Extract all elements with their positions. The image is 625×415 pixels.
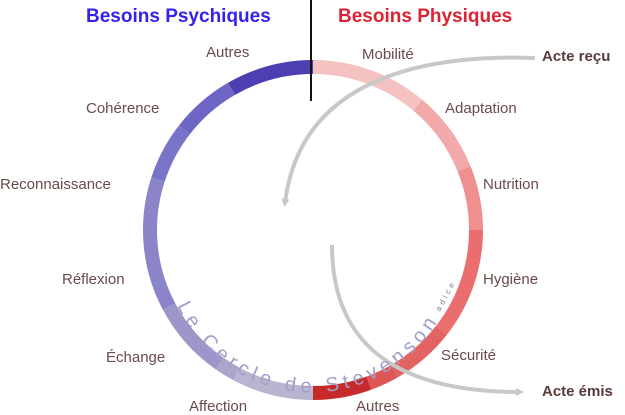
ring-segment-psychic [233, 367, 314, 400]
label-reflexion: Réflexion [62, 271, 125, 288]
acte-recu-arrow [281, 55, 536, 207]
ring-segment-physical [312, 60, 423, 111]
header-physical: Besoins Physiques [338, 6, 513, 27]
acte-emis-arrow [330, 244, 524, 396]
circle-title: Le Cercle de Stevenson [173, 298, 444, 398]
ring-segment-psychic [143, 177, 176, 310]
ring-segment-psychic [179, 82, 236, 135]
label-adaptation: Adaptation [445, 100, 517, 117]
label-mobilite: Mobilité [362, 46, 414, 63]
ring-segment-physical [366, 365, 398, 390]
ring-segment-psychic [228, 60, 314, 95]
header-psychic: Besoins Psychiques [86, 6, 271, 27]
label-acte-emis: Acte émis [542, 383, 613, 400]
ring-segment-physical [312, 376, 372, 400]
label-affection: Affection [189, 398, 248, 415]
label-psychic-autres: Autres [206, 44, 250, 61]
ring-segment-physical [457, 166, 483, 231]
ring-segment-psychic [151, 125, 191, 182]
label-physical-autres: Autres [356, 398, 400, 415]
needs-ring [143, 60, 483, 400]
label-acte-recu: Acte reçu [542, 48, 611, 65]
label-securite: Sécurité [441, 347, 497, 364]
ring-segment-psychic [162, 303, 224, 370]
label-hygiene: Hygiène [483, 271, 539, 288]
label-echange: Échange [106, 349, 166, 366]
label-nutrition: Nutrition [483, 176, 539, 193]
label-reconnaissance: Reconnaissance [0, 176, 111, 193]
ring-segment-physical [435, 229, 483, 335]
label-coherence: Cohérence [86, 100, 160, 117]
ring-segment-psychic [215, 357, 240, 381]
ring-segment-physical [413, 99, 471, 172]
